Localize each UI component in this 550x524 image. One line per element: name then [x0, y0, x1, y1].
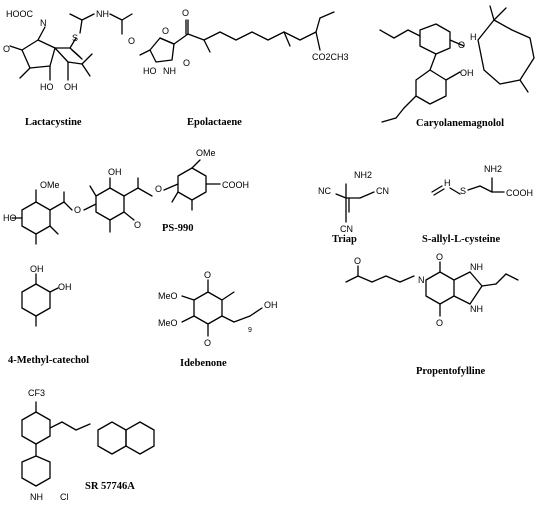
idebenone-o2-label: O — [204, 338, 211, 348]
ps990-o2-label: O — [134, 220, 141, 230]
propentofylline-nh2-label: NH — [470, 304, 483, 314]
idebenone-o-label: O — [204, 270, 211, 280]
lactacystine-oh-label: OH — [64, 82, 78, 92]
sr57746a-structure: CF3 NH Cl — [21, 388, 155, 502]
compound-name-sr57746a: SR 57746A — [85, 481, 135, 492]
caryolanemagnolol-h-label: H — [470, 32, 477, 42]
idebenone-meo2-label: MeO — [158, 318, 178, 328]
compound-name-triap: Triap — [332, 234, 357, 245]
s-allyl-h-label: H — [444, 178, 451, 188]
caryolanemagnolol-oh-label: OH — [460, 68, 474, 78]
compound-name-ps990: PS-990 — [162, 223, 194, 234]
ps990-ho-label: HO — [3, 213, 17, 223]
s-allyl-nh2-label: NH2 — [484, 164, 502, 174]
epolactaene-ho-label: HO — [143, 66, 157, 76]
compound-name-propentofylline: Propentofylline — [416, 366, 486, 377]
epolactaene-o2-label: O — [182, 8, 189, 18]
triap-nc-label: NC — [318, 186, 331, 196]
caryolanemagnolol-structure: O OH H — [379, 5, 535, 123]
epolactaene-co2ch3-label: CO2CH3 — [312, 52, 349, 62]
sr57746a-cf3-label: CF3 — [28, 388, 45, 398]
ps990-o3-label: O — [155, 184, 162, 194]
epolactaene-nh-label: NH — [163, 66, 176, 76]
lactacystine-nh-label: NH — [96, 9, 109, 19]
lactacystine-structure: O N HOOC S NH HO OH O — [3, 9, 135, 92]
lactacystine-s-label: S — [72, 33, 78, 43]
ps990-cooh-label: COOH — [222, 180, 249, 190]
ps990-ome2-label: OMe — [196, 148, 216, 158]
ps990-structure: HO OMe O OH O O OMe COOH — [3, 148, 249, 245]
propentofylline-o2-label: O — [436, 252, 443, 262]
triap-cn2-label: CN — [340, 224, 353, 234]
lactacystine-ho-label: HO — [40, 82, 54, 92]
idebenone-structure: O O MeO MeO 9 OH — [158, 270, 278, 348]
catechol-oh-label: OH — [30, 264, 44, 274]
compound-name-lactacystine: Lactacystine — [25, 117, 82, 128]
idebenone-subscript-9: 9 — [248, 327, 252, 334]
sr57746a-cl-label: Cl — [60, 492, 69, 502]
caryolanemagnolol-o-label: O — [458, 40, 465, 50]
epolactaene-o-label: O — [162, 26, 169, 36]
ps990-ome-label: OMe — [40, 180, 60, 190]
lactacystine-hooc-label: HOOC — [6, 9, 34, 19]
idebenone-oh-label: OH — [264, 300, 278, 310]
methyl-catechol-structure: OH OH — [21, 264, 72, 327]
compound-name-s-allyl-l-cysteine: S-allyl-L-cysteine — [422, 234, 500, 245]
lactacystine-n-label: N — [40, 18, 47, 28]
propentofylline-structure: O N O O NH NH — [345, 252, 519, 328]
idebenone-meo-label: MeO — [158, 291, 178, 301]
propentofylline-o-label: O — [354, 256, 361, 266]
compound-name-idebenone: Idebenone — [180, 358, 227, 369]
lactacystine-o-label: O — [3, 44, 10, 54]
propentofylline-n-label: N — [418, 275, 425, 285]
s-allyl-s-label: S — [460, 186, 466, 196]
s-allyl-cysteine-structure: H S NH2 COOH — [431, 164, 533, 198]
ps990-oh-label: OH — [108, 167, 122, 177]
triap-structure: NH2 NC CN CN — [318, 170, 389, 234]
triap-nh2-label: NH2 — [354, 170, 372, 180]
compound-name-4-methyl-catechol: 4-Methyl-catechol — [8, 355, 89, 366]
compound-name-caryolanemagnolol: Caryolanemagnolol — [416, 118, 504, 129]
sr57746a-nh-label: NH — [30, 492, 43, 502]
triap-cn-label: CN — [376, 186, 389, 196]
epolactaene-structure: O O HO NH O CO2CH3 — [139, 8, 349, 76]
compound-name-epolactaene: Epolactaene — [187, 117, 242, 128]
propentofylline-nh-label: NH — [470, 262, 483, 272]
catechol-oh2-label: OH — [58, 282, 72, 292]
epolactaene-o3-label: O — [183, 58, 190, 68]
ps990-o-label: O — [74, 205, 81, 215]
propentofylline-o3-label: O — [436, 318, 443, 328]
s-allyl-cooh-label: COOH — [506, 188, 533, 198]
lactacystine-o2-label: O — [128, 36, 135, 46]
